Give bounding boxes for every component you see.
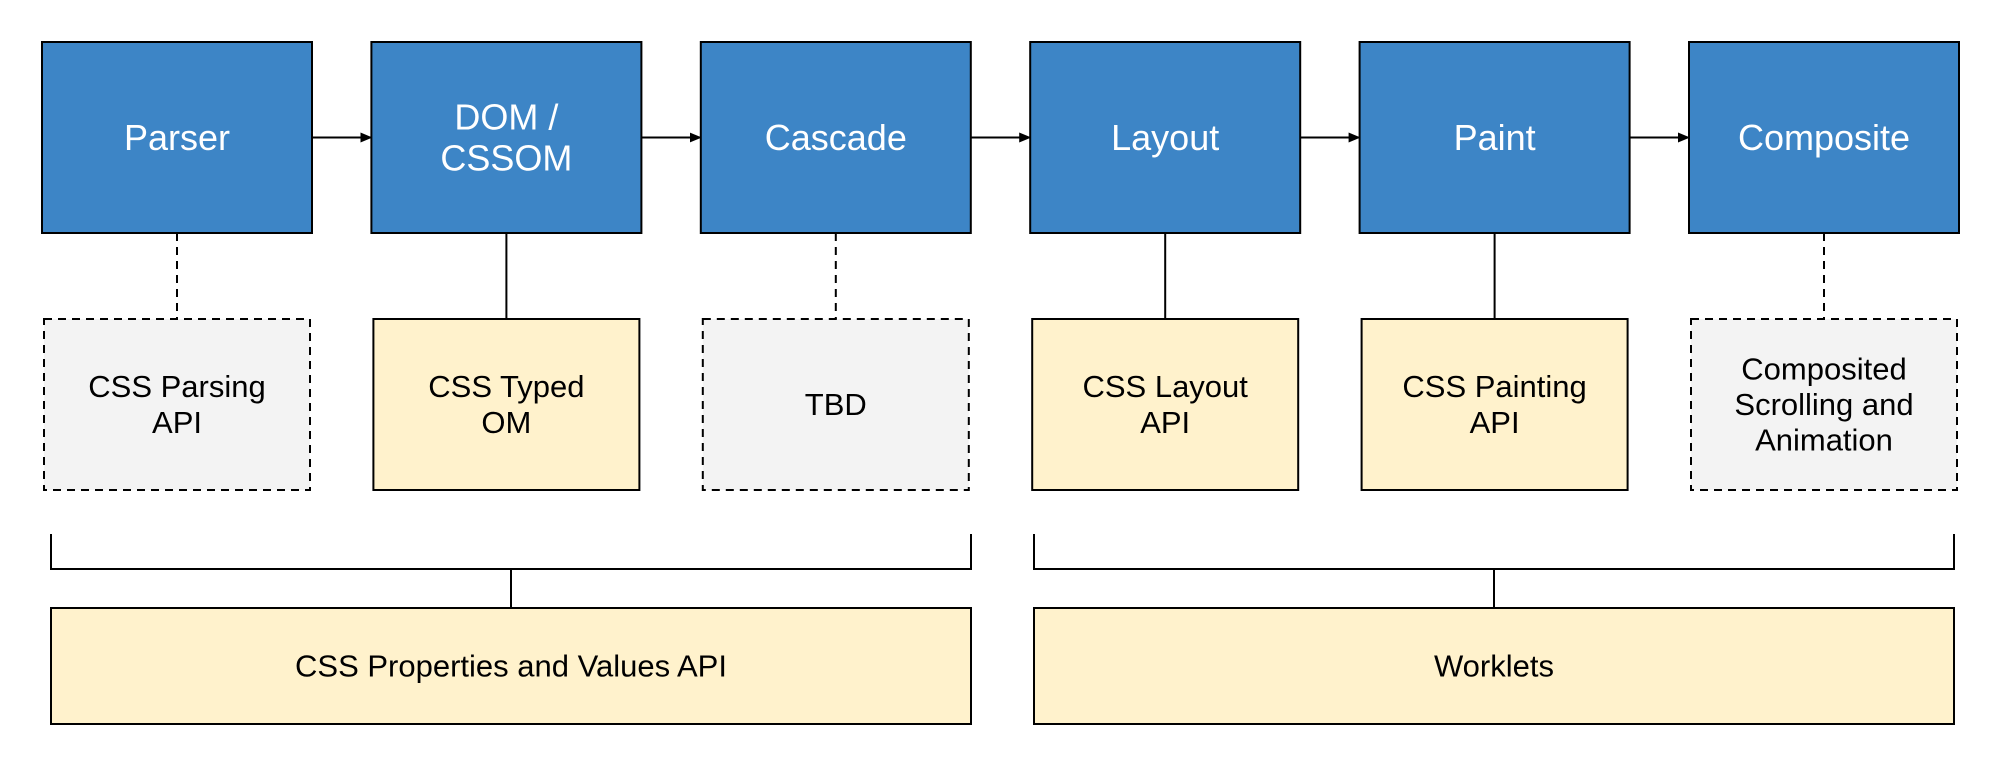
api-label: Composited — [1741, 351, 1906, 386]
stage-box — [370, 41, 643, 234]
group-worklets: Worklets — [1033, 534, 1955, 725]
stage-cascade: Cascade — [699, 41, 972, 234]
group-box — [50, 607, 972, 725]
stage-layout: Layout — [1029, 41, 1302, 234]
api-groups: CSS Properties and Values API Worklets — [50, 534, 1955, 725]
stage-label: DOM / — [454, 96, 558, 137]
api-box-proposed — [43, 318, 311, 491]
api-label: OM — [481, 405, 531, 440]
api-box-proposed — [1690, 318, 1958, 491]
api-label: CSS Typed — [428, 369, 584, 404]
group-properties-values: CSS Properties and Values API — [50, 534, 972, 725]
api-cascade: TBD — [701, 318, 970, 491]
stage-composite: Composite — [1688, 41, 1960, 234]
api-label: API — [1470, 405, 1520, 440]
stage-paint: Paint — [1358, 41, 1631, 234]
stage-dom: DOM /CSSOM — [370, 41, 643, 234]
api-label: API — [152, 405, 202, 440]
stage-label: Layout — [1111, 117, 1219, 158]
api-box-proposed — [701, 318, 970, 491]
api-box-specified — [1031, 318, 1300, 491]
api-label: Animation — [1755, 423, 1893, 458]
group-label: CSS Properties and Values API — [295, 649, 727, 684]
stage-label: Composite — [1738, 117, 1910, 158]
api-box-specified — [372, 318, 641, 491]
api-label: API — [1140, 405, 1190, 440]
stage-box — [1688, 41, 1960, 234]
api-label: CSS Parsing — [88, 369, 265, 404]
api-label: CSS Layout — [1082, 369, 1248, 404]
stage-box — [41, 41, 313, 234]
stage-parser: Parser — [41, 41, 313, 234]
stage-label: Paint — [1454, 117, 1536, 158]
group-box — [1033, 607, 1955, 725]
api-label: TBD — [805, 387, 867, 422]
stage-box — [1358, 41, 1631, 234]
group-label: Worklets — [1434, 649, 1554, 684]
stage-box — [699, 41, 972, 234]
api-label: Scrolling and — [1734, 387, 1913, 422]
pipeline-stages: Parser DOM /CSSOM Cascade Layout Paint Compos… — [41, 41, 1960, 234]
stage-label: Cascade — [765, 117, 907, 158]
api-label: CSS Painting — [1402, 369, 1586, 404]
stage-box — [1029, 41, 1302, 234]
stage-label: CSSOM — [440, 138, 572, 179]
group-bracket — [1033, 534, 1955, 570]
api-box-specified — [1360, 318, 1629, 491]
stage-label: Parser — [124, 117, 230, 158]
api-connectors — [176, 233, 1825, 319]
group-bracket — [50, 534, 972, 570]
